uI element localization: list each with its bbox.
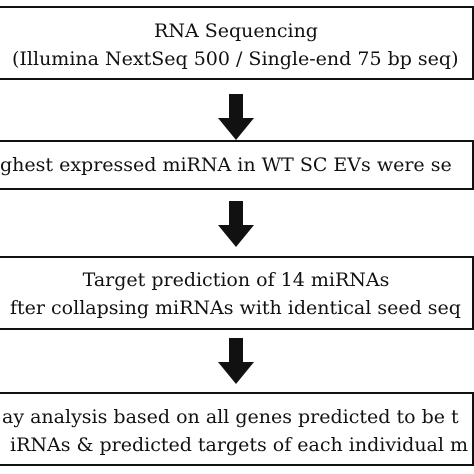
rna-sequencing-details: (Illumina NextSeq 500 / Single-end 75 bp… bbox=[12, 48, 459, 70]
pathway-analysis-line-2: iRNAs & predicted targets of each indivi… bbox=[10, 434, 469, 456]
arrow-down-icon bbox=[218, 94, 254, 140]
arrow-down-icon bbox=[218, 338, 254, 384]
target-prediction-box: Target prediction of 14 miRNAs fter coll… bbox=[0, 256, 474, 330]
target-prediction-title: Target prediction of 14 miRNAs bbox=[82, 269, 390, 291]
rna-sequencing-box: RNA Sequencing (Illumina NextSeq 500 / S… bbox=[0, 6, 474, 80]
highest-expressed-mirna-text: ghest expressed miRNA in WT SC EVs were … bbox=[0, 154, 452, 176]
target-prediction-details: fter collapsing miRNAs with identical se… bbox=[10, 297, 461, 319]
pathway-analysis-box: ay analysis based on all genes predicted… bbox=[0, 392, 474, 466]
highest-expressed-mirna-box: ghest expressed miRNA in WT SC EVs were … bbox=[0, 140, 474, 190]
rna-sequencing-title: RNA Sequencing bbox=[154, 20, 318, 42]
arrow-down-icon bbox=[218, 201, 254, 247]
pathway-analysis-line-1: ay analysis based on all genes predicted… bbox=[2, 406, 459, 428]
